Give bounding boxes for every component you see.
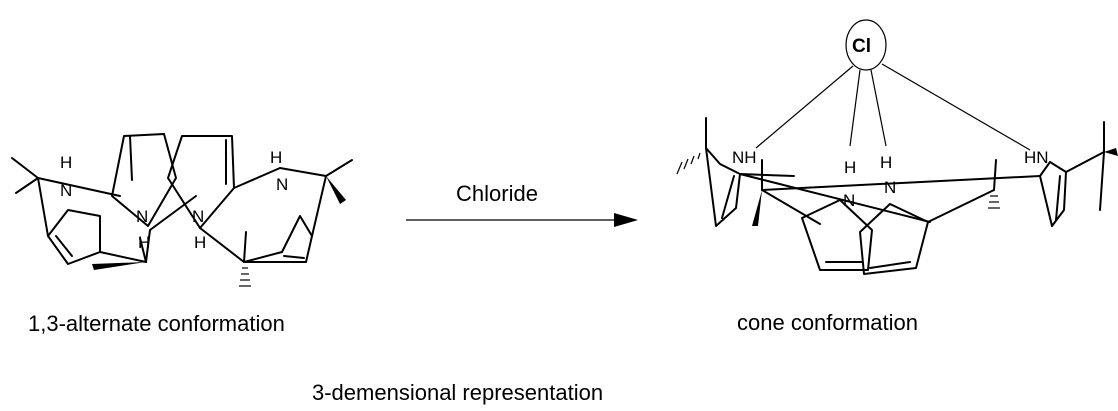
left-atom-h-top: H xyxy=(60,153,72,172)
footer-caption: 3-demensional representation xyxy=(312,380,603,405)
center-left-double xyxy=(129,135,133,181)
hbond-line-2 xyxy=(849,69,861,147)
right-c2-wedge xyxy=(752,190,762,226)
cross-bond-2 xyxy=(761,175,1041,191)
right-methyl-wedge xyxy=(326,176,346,204)
right-atom-n: N xyxy=(276,175,288,194)
lower-left-methyl-up xyxy=(139,237,147,263)
right-lower-bridge xyxy=(199,227,245,263)
left-lower-bridge xyxy=(99,251,147,263)
atom-n-mid-right: N xyxy=(884,178,896,197)
right-pyrrole-ring xyxy=(243,215,313,263)
center-right-pyrrole xyxy=(167,135,235,229)
right-bridge-bond xyxy=(279,167,327,177)
right-left-pyrrole xyxy=(705,147,741,227)
lower-left-wedge xyxy=(92,262,146,270)
hbond-line-3 xyxy=(870,69,887,147)
right-c3-methyl-up xyxy=(993,159,997,191)
left-bridge-bond xyxy=(37,177,121,197)
chloride-atom: Cl xyxy=(852,36,871,57)
lower-right-methyl-up xyxy=(243,231,247,263)
atom-h-mid-left: H xyxy=(844,158,856,177)
right-left-pyrrole-double xyxy=(721,175,735,219)
left-molecule: H N N H N H H N xyxy=(11,133,353,287)
right-c3-bond xyxy=(927,189,995,223)
right-c3-hash xyxy=(988,195,1000,209)
atom-h-mid-right: H xyxy=(880,153,892,172)
right-molecule: Cl xyxy=(676,19,1118,275)
right-c2-to-pyrrole xyxy=(761,189,821,225)
right-upper-bridge xyxy=(233,167,281,189)
right-caption: cone conformation xyxy=(737,310,918,335)
left-pyrrole-ring xyxy=(47,209,101,265)
left-quaternary-bond xyxy=(37,177,49,237)
cross-bond-1 xyxy=(739,173,931,223)
left-pyrrole-double xyxy=(55,235,73,257)
left-methyl-down-bond xyxy=(15,177,39,194)
chloride-circle xyxy=(845,19,887,71)
left-methyl-up-bond xyxy=(11,157,39,179)
center-left-pyrrole xyxy=(111,133,177,227)
right-center-left-pyrrole xyxy=(801,199,873,271)
right-atom-h-center: H xyxy=(194,233,206,252)
atom-hn-right: HN xyxy=(1024,148,1049,167)
hbond-line-1 xyxy=(755,65,854,149)
hbond-line-4 xyxy=(881,63,1031,151)
atom-nh-left: NH xyxy=(732,148,757,167)
right-methyl-up-bond xyxy=(325,159,353,177)
right-quaternary-bond xyxy=(311,175,327,237)
right-center-right-double xyxy=(869,261,911,269)
lower-left-to-center xyxy=(145,195,197,263)
right-center-right-pyrrole xyxy=(859,203,929,275)
lower-right-hash xyxy=(239,267,251,287)
right-right-pyrrole-double xyxy=(1055,175,1061,221)
left-caption: 1,3-alternate conformation xyxy=(28,311,285,336)
left-atom-n-center: N xyxy=(136,207,148,226)
far-right-wedge xyxy=(1104,148,1118,156)
left-atom-h-center: H xyxy=(138,233,150,252)
right-far-bridge xyxy=(1065,151,1105,173)
right-pyrrole-double xyxy=(283,255,305,259)
reagent-label: Chloride xyxy=(456,181,538,206)
far-right-down xyxy=(1099,151,1105,211)
right-atom-n-center: N xyxy=(192,207,204,226)
right-atom-h-top: H xyxy=(270,148,282,167)
right-left-bridge xyxy=(739,173,795,177)
atom-n-mid-left: N xyxy=(843,191,855,210)
reaction-arrow xyxy=(406,213,638,227)
right-right-pyrrole xyxy=(1039,161,1067,227)
right-left-hash xyxy=(676,152,701,175)
left-atom-n: N xyxy=(60,181,72,200)
